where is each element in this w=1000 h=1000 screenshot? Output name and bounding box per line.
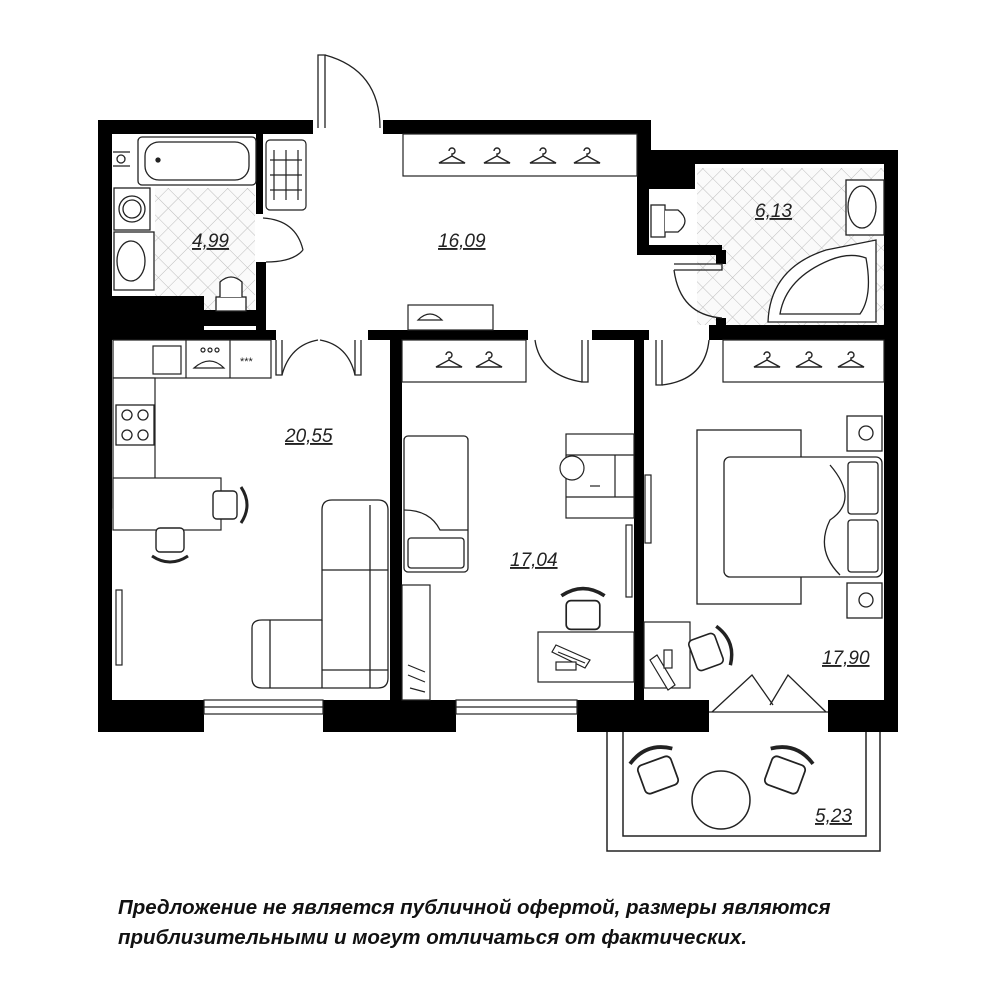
toilet-icon <box>650 204 686 238</box>
doors <box>262 54 828 713</box>
area-kitchen-living: 20,55 <box>284 426 333 447</box>
balcony <box>606 732 881 852</box>
dining-table <box>112 477 249 564</box>
walls <box>98 120 898 732</box>
wall-shelf <box>401 584 431 701</box>
bathtub-icon <box>767 239 877 323</box>
washing-machine-icon <box>113 187 151 231</box>
area-bedroom-1: 17,04 <box>510 550 558 571</box>
sink-icon <box>113 231 155 291</box>
dresser <box>559 433 635 519</box>
disclaimer-line-2: приблизительными и могут отличаться от ф… <box>118 926 748 949</box>
sofa-icon <box>251 499 389 689</box>
area-bathroom-1: 4,99 <box>192 231 229 252</box>
windows <box>115 474 652 715</box>
toilet-icon <box>215 276 247 312</box>
desk-icon <box>537 586 635 683</box>
wardrobe-hall <box>402 133 638 177</box>
area-bedroom-2: 17,90 <box>822 648 870 669</box>
shoe-cabinet-icon <box>407 304 494 331</box>
wardrobe-bedroom-1 <box>401 339 527 383</box>
svg-text:***: *** <box>240 356 254 368</box>
bed-icon <box>696 415 883 619</box>
wardrobe-bedroom-2 <box>722 339 885 383</box>
disclaimer-line-1: Предложение не является публичной оферто… <box>118 896 831 919</box>
area-hall: 16,09 <box>438 231 486 252</box>
disclaimer-text: Предложение не является публичной оферто… <box>118 893 918 953</box>
desk-icon <box>643 621 739 691</box>
bed-icon <box>403 435 469 573</box>
area-bathroom-2: 6,13 <box>755 201 792 222</box>
bathtub-icon <box>113 136 257 186</box>
dryer-rack-icon <box>265 139 307 211</box>
sink-icon <box>845 179 885 236</box>
stove-icon <box>115 404 155 446</box>
area-balcony: 5,23 <box>815 806 852 827</box>
floor-plan: *** <box>98 54 898 852</box>
